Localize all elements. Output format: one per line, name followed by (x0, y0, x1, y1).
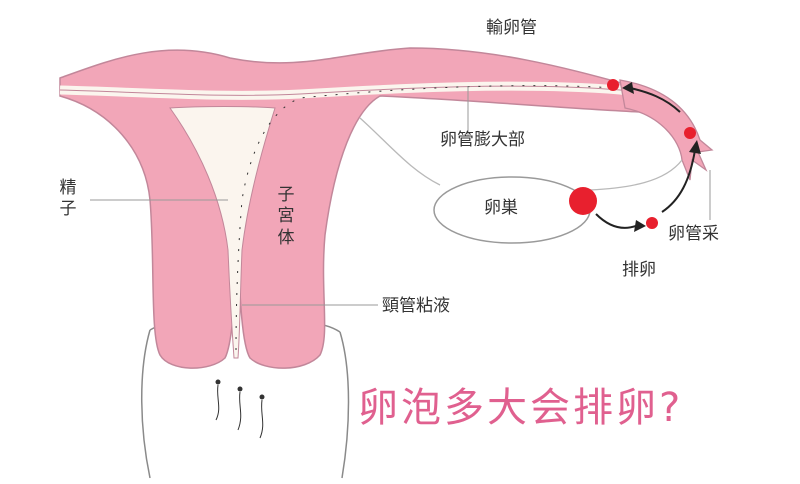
egg-fimbria (646, 217, 658, 229)
ovary-fimbria-link (589, 159, 683, 191)
headline: 卵泡多大会排卵? (358, 385, 684, 431)
sperm-head-2 (237, 386, 243, 392)
label-fimbria: 卵管采 (668, 224, 719, 244)
egg-tube-2 (607, 79, 619, 91)
sperm-head-3 (259, 394, 265, 400)
label-uterus-body: 子 宮 体 (277, 185, 295, 248)
fimbria-arrow (661, 149, 696, 213)
ovarian-ligament (359, 117, 441, 186)
label-ovulation: 排卵 (622, 260, 656, 280)
sperm-path (235, 85, 616, 351)
label-cervical-mucus: 頸管粘液 (382, 296, 450, 316)
uterine-cavity (169, 106, 276, 359)
ovulation-arrow (595, 213, 637, 229)
label-ampulla: 卵管膨大部 (440, 130, 525, 150)
label-fallopian-tube: 輸卵管 (486, 18, 537, 38)
sperm-tail-3 (259, 399, 264, 439)
ovulation-arrowhead (634, 220, 646, 232)
tube-arrow (629, 87, 681, 113)
egg-ovulated (569, 187, 597, 215)
label-ovary: 卵巣 (484, 198, 518, 218)
sperm-tail-2 (237, 391, 242, 431)
fimbria-arrowhead (689, 140, 701, 154)
sperm-tail-1 (215, 384, 220, 421)
egg-tube-1 (684, 127, 696, 139)
label-sperm: 精 子 (59, 178, 77, 220)
sperm-head-1 (215, 379, 221, 385)
tube-arrowhead (622, 82, 634, 94)
cervix-outline (140, 329, 350, 479)
fimbria-tube (619, 79, 714, 181)
